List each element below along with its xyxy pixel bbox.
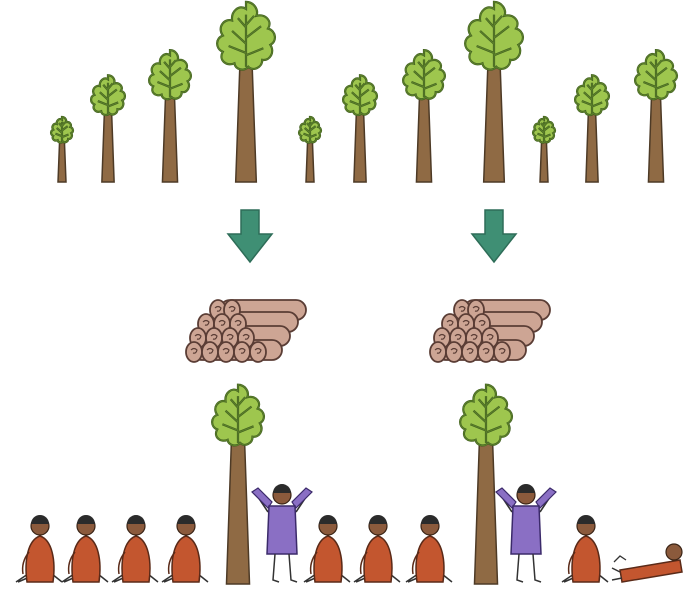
tree-medium: [149, 50, 191, 182]
tree-row: [51, 2, 677, 182]
person-sitting: [304, 515, 350, 582]
tree-small: [575, 75, 609, 182]
person-sitting: [16, 515, 62, 582]
person-arms-raised: [252, 484, 312, 582]
tree-small: [91, 75, 125, 182]
standing-tree: [460, 385, 512, 584]
tree-medium: [403, 50, 445, 182]
tree-medium: [635, 50, 677, 182]
person-sitting: [562, 515, 608, 582]
tree-sapling: [51, 117, 73, 182]
person-sitting: [406, 515, 452, 582]
person-arms-raised: [496, 484, 556, 582]
down-arrow-icon: [228, 210, 272, 262]
person-sitting: [162, 515, 208, 582]
tree-large: [217, 2, 275, 182]
tree-large: [465, 2, 523, 182]
tree-sapling: [299, 117, 321, 182]
person-sitting: [62, 515, 108, 582]
log-pile: [186, 300, 306, 362]
down-arrow-icon: [472, 210, 516, 262]
log-pile: [430, 300, 550, 362]
tree-small: [343, 75, 377, 182]
person-sitting: [112, 515, 158, 582]
arrow-row: [228, 210, 516, 262]
person-sitting: [354, 515, 400, 582]
person-lying-down: [612, 544, 682, 582]
standing-tree: [212, 385, 264, 584]
log-pile-row: [186, 300, 550, 362]
tree-sapling: [533, 117, 555, 182]
standing-tree-row: [212, 385, 512, 584]
people-row: [16, 484, 682, 582]
